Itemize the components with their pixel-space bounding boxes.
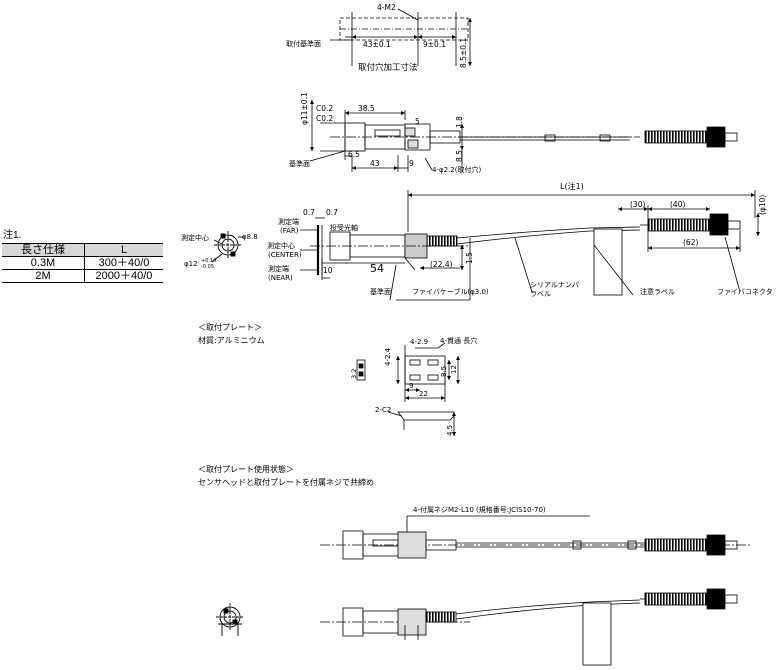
table-row: 2M 2000＋40/0 <box>2 269 163 283</box>
dim-85: 8.5±0.1 <box>459 38 468 68</box>
plate-dim-22: 22 <box>419 390 428 398</box>
row-L: 2000＋40/0 <box>84 269 163 283</box>
center-label-1: 測定中心 <box>267 241 295 250</box>
near-label-2: (NEAR) <box>268 274 293 282</box>
dim-07-b: 0.7 <box>326 208 338 217</box>
side-dim-43: 43 <box>370 159 380 168</box>
mounting-hole-caption: 取付穴加工寸法 <box>358 62 418 73</box>
dim-30: (30) <box>630 200 645 209</box>
cable-label: ファイバケーブル(φ3.0) <box>412 287 489 296</box>
table-row: 0.3M 300＋40/0 <box>2 256 163 270</box>
plate-dim-85: 8.5 <box>440 366 448 377</box>
plate-dim-242: 4-2.4 <box>384 347 392 366</box>
main-view <box>300 190 760 301</box>
end-dia-12: φ12 <box>184 260 198 268</box>
dim-L: L(注1) <box>560 181 584 191</box>
dim-224: (22.4) <box>430 260 453 269</box>
plate-dim-9: 9 <box>409 382 413 390</box>
plate-drawing <box>356 342 460 436</box>
serial-label-1: シリアルナンバ <box>530 281 579 289</box>
dim-9: 9±0.1 <box>423 40 446 49</box>
usage-title: ＜取付プレート使用状態＞ <box>198 464 294 474</box>
plate-dim-32: 3.2 <box>350 369 358 379</box>
dim-40: (40) <box>670 200 685 209</box>
header-length: 長さ仕様 <box>2 243 85 257</box>
dim-15: 1.5 <box>465 252 474 264</box>
side-dim-9: 9 <box>409 159 414 168</box>
side-dim-65: 6.5 <box>348 150 360 159</box>
dim-54: 54 <box>370 262 384 275</box>
side-dim-385: 38.5 <box>358 104 375 113</box>
side-dim-18: 1.8 <box>455 116 464 128</box>
side-ref-surface: 基準面 <box>289 159 310 168</box>
end-tol-top: +0.10 <box>201 258 216 264</box>
plate-slot-label: 4-貫通 長穴 <box>440 336 477 345</box>
connector-label: ファイバコネクタ <box>717 287 773 296</box>
far-label-2: (FAR) <box>280 227 299 235</box>
usage-bottom-drawing <box>320 588 738 666</box>
plate-material: 材質:アルミニウム <box>198 335 265 345</box>
usage-top-drawing <box>320 515 750 560</box>
near-label-1: 測定端 <box>268 264 289 273</box>
dim-43: 43±0.1 <box>363 40 391 49</box>
usage-desc: センサヘッドと取付プレートを付属ネジで共締め <box>198 477 374 487</box>
note-title: 注1. <box>3 230 22 241</box>
dim-10: 10 <box>323 266 333 275</box>
ref-surface-label: 取付基準面 <box>286 39 321 48</box>
row-length: 0.3M <box>2 256 85 270</box>
plate-title: ＜取付プレート＞ <box>198 322 262 332</box>
far-label-1: 測定端 <box>278 217 299 226</box>
length-spec-table: 長さ仕様 L 0.3M 300＋40/0 2M 2000＋40/0 <box>2 243 163 283</box>
dim-07-a: 0.7 <box>303 208 315 217</box>
end-center-label: 測定中心 <box>181 233 209 242</box>
end-dia-88: φ8.8 <box>242 233 258 241</box>
plate-dim-45: 4.5 <box>446 425 454 436</box>
beam-axis-label: 投受光軸 <box>330 223 358 232</box>
row-length: 2M <box>2 269 85 283</box>
side-c02-a: C0.2 <box>316 104 333 113</box>
serial-label-2: ラベル <box>530 290 551 298</box>
main-ref-surface: 基準面 <box>370 287 391 296</box>
table-header-row: 長さ仕様 L <box>2 243 163 257</box>
side-view <box>309 100 738 172</box>
caution-label: 注意ラベル <box>640 287 675 296</box>
usage-end-view <box>216 603 244 636</box>
plate-c2: 2-C2 <box>375 406 391 414</box>
side-holes: 4-φ2.2(取付穴) <box>432 165 481 174</box>
hole-label: 4-M2 <box>377 3 396 12</box>
side-dim-5: 5 <box>415 117 420 126</box>
side-dim-85: 8.5 <box>455 150 464 162</box>
center-label-2: (CENTER) <box>268 251 302 259</box>
plate-dim-12: 12 <box>450 365 458 374</box>
row-L: 300＋40/0 <box>84 256 163 270</box>
dim-dia10: (φ10) <box>758 195 767 215</box>
side-c02-b: C0.2 <box>316 114 333 123</box>
side-dia-11: φ11±0.1 <box>300 92 309 125</box>
screw-label: 4-付属ネジM2-L10 (規格番号:JCIS10-70) <box>413 505 546 514</box>
plate-dim-429: 4-2.9 <box>410 338 428 346</box>
dim-62: (62) <box>683 238 698 247</box>
end-tol-bot: -0.05 <box>201 264 214 270</box>
mounting-hole-view <box>330 8 472 66</box>
header-L: L <box>84 243 163 257</box>
end-view <box>211 231 244 263</box>
